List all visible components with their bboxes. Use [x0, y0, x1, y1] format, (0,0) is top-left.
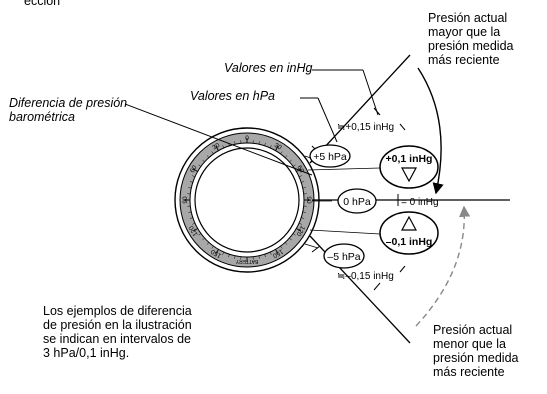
values-hpa-label: Valores en hPa	[190, 89, 275, 103]
footnote-text: Los ejemplos de diferencia de presión en…	[43, 304, 192, 360]
dial-inner-ring	[195, 148, 299, 252]
values-inhg-label: Valores en inHg	[224, 61, 312, 75]
clipped-top-label: ección	[24, 0, 60, 8]
callout-minus-hpa: –5 hPa	[324, 244, 364, 268]
pressure-difference-label: Diferencia de presión barométrica	[9, 96, 127, 124]
inhg-plus-approx: ≒+0,15 inHg	[337, 122, 394, 133]
inhg-minus-approx: ≒–0,15 inHg	[337, 271, 394, 282]
callout-zero-hpa: 0 hPa	[338, 189, 376, 213]
tick-label: 90	[182, 196, 189, 204]
line-tick	[400, 124, 405, 130]
callout-plus-hpa-text: +5 hPa	[313, 151, 347, 163]
pointer-hpa-diag	[318, 98, 337, 142]
callout-plus-hpa: +5 hPa	[310, 145, 350, 167]
pressure-higher-label: Presión actual mayor que la presión medi…	[428, 11, 513, 67]
inhg-leader-minus	[310, 230, 380, 234]
pressure-lower-label: Presión actual menor que la presión medi…	[433, 323, 518, 379]
callout-plus-inhg: +0,1 inHg	[380, 146, 438, 188]
watch-dial: 30 0 30 60 90 120 150 BATTERY 150 120 90…	[175, 128, 319, 272]
callout-minus-hpa-text: –5 hPa	[327, 251, 360, 263]
inhg-zero: = 0 inHg	[401, 197, 439, 208]
callout-minus-inhg: –0,1 inHg	[380, 212, 438, 254]
callout-plus-inhg-text: +0,1 inHg	[386, 153, 433, 165]
tick-label: 0	[245, 135, 249, 142]
line-tick	[400, 266, 405, 272]
line-tick	[374, 108, 380, 115]
hpa-leader-minus	[305, 244, 318, 248]
callout-minus-inhg-text: –0,1 inHg	[386, 236, 433, 248]
inhg-leader-plus	[308, 168, 380, 170]
callout-zero-hpa-text: 0 hPa	[343, 196, 371, 208]
line-tick	[374, 283, 380, 290]
tick-label: 90	[305, 196, 312, 204]
tick-label: BATTERY	[235, 258, 258, 264]
